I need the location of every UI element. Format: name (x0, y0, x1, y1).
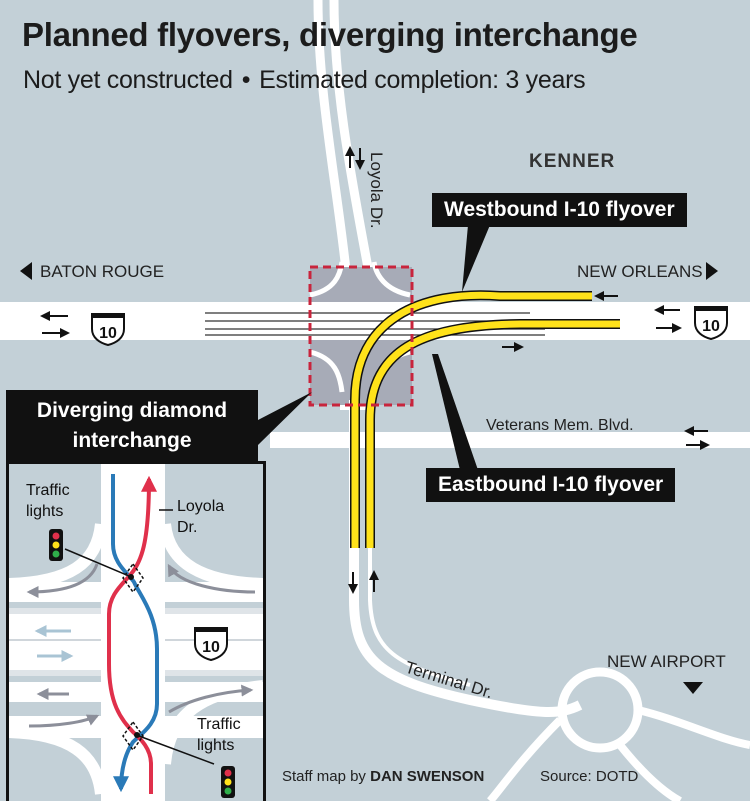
inset-title-line2: interchange (72, 429, 192, 452)
inset-loyola-line2: Dr. (177, 519, 198, 536)
westbound-pointer (462, 225, 490, 292)
eastbound-flyover (365, 319, 620, 548)
direction-arrows (40, 146, 710, 594)
traffic-top-line1: Traffic (26, 482, 70, 499)
traffic-lights-top-label: Traffic lights (26, 480, 70, 522)
inset-panel: 10 Traffic lights Loyola Dr. (6, 461, 266, 801)
traffic-bottom-line2: lights (197, 737, 235, 754)
new-airport-label: NEW AIRPORT (607, 652, 726, 671)
shield-west-number: 10 (99, 325, 117, 342)
shield-east-number: 10 (702, 318, 720, 335)
inset-shield-icon: 10 (194, 627, 228, 662)
eastbound-pointer (432, 354, 478, 470)
credit-prefix: Staff map by (282, 768, 371, 785)
new-orleans-label: NEW ORLEANS (577, 262, 703, 281)
westbound-flyover (350, 290, 592, 548)
traffic-light-bottom-icon (221, 766, 235, 798)
credit-author: DAN SWENSON (370, 768, 485, 785)
inset-diagram: 10 (9, 464, 263, 801)
new-airport-arrow-icon (683, 682, 703, 694)
veterans-road (270, 432, 750, 448)
source-credit: Source: DOTD (540, 768, 639, 785)
interstate-shield-west-icon: 10 (91, 313, 125, 347)
inset-loyola-line1: Loyola (177, 498, 225, 515)
baton-rouge-label: BATON ROUGE (40, 262, 165, 281)
traffic-top-line2: lights (26, 503, 64, 520)
subtitle-status: Not yet constructed (23, 66, 233, 94)
westbound-callout: Westbound I-10 flyover (432, 193, 687, 227)
traffic-light-top-icon (49, 529, 63, 561)
traffic-lights-bottom-label: Traffic lights (197, 714, 241, 756)
inset-pointer (258, 392, 312, 445)
interstate-shield-east-icon: 10 (694, 306, 728, 341)
eastbound-callout: Eastbound I-10 flyover (426, 468, 676, 502)
terminal-road (349, 400, 750, 801)
inset-title-line1: Diverging diamond (36, 399, 228, 422)
traffic-bottom-line1: Traffic (197, 716, 241, 733)
baton-rouge-arrow-icon (20, 262, 32, 280)
staff-credit: Staff map by DAN SWENSON (282, 768, 484, 785)
inset-loyola-label: Loyola Dr. (177, 496, 224, 538)
veterans-label: Veterans Mem. Blvd. (486, 417, 634, 434)
loyola-label: Loyola Dr. (367, 152, 386, 229)
inset-title: Diverging diamond interchange (6, 390, 258, 461)
page-title: Planned flyovers, diverging interchange (22, 16, 638, 53)
inset-shield-number: 10 (202, 639, 220, 656)
interchange-highlight-box (308, 265, 414, 407)
new-orleans-arrow-icon (706, 262, 718, 280)
subtitle-completion: Estimated completion: 3 years (259, 66, 586, 94)
page-subtitle: Not yet constructed • Estimated completion… (23, 66, 586, 95)
kenner-label: KENNER (529, 151, 616, 172)
subtitle-separator: • (241, 66, 251, 94)
